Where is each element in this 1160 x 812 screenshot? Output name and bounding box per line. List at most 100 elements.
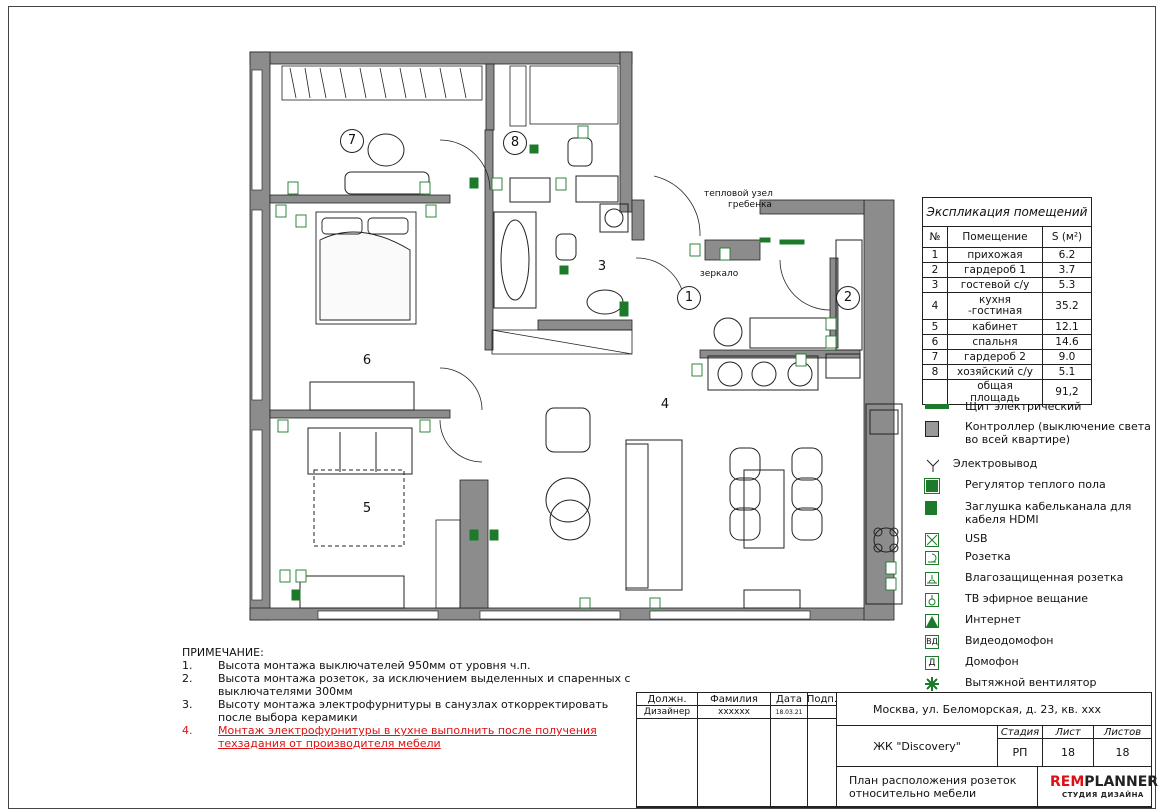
- logo-rem: REM: [1050, 774, 1085, 790]
- row-area: 6.2: [1042, 247, 1092, 263]
- wardrobe-7: [281, 65, 619, 127]
- stamp-stage: РП: [997, 738, 1043, 767]
- stamp-role: Дизайнер: [636, 705, 698, 719]
- stamp-complex: ЖК "Discovery": [836, 725, 998, 767]
- doors: [435, 139, 831, 609]
- kitchen-units: [707, 239, 863, 391]
- total-value: 91,2: [1042, 379, 1092, 405]
- logo-subtitle: СТУДИЯ ДИЗАЙНА: [1062, 791, 1144, 799]
- stamp-col-date: Дата: [770, 692, 808, 706]
- room-number-4: 4: [654, 394, 676, 416]
- note-text: Монтаж электрофурнитуры в кухне выполнит…: [218, 724, 597, 750]
- explication-title: Экспликация помещений: [922, 197, 1092, 227]
- legend-label: Электровывод: [953, 457, 1038, 470]
- row-room: прихожая: [947, 247, 1043, 263]
- row-room: гардероб 2: [947, 349, 1043, 365]
- explication-header-area: S (м²): [1042, 226, 1092, 248]
- legend-label: Вытяжной вентилятор: [965, 676, 1097, 689]
- row-area: 5.3: [1042, 277, 1092, 293]
- stamp-sheets-label: Листов: [1093, 725, 1152, 739]
- row-num: 5: [922, 319, 948, 335]
- explication-header-num: №: [922, 226, 948, 248]
- stamp-address: Москва, ул. Беломорская, д. 23, кв. xxx: [836, 692, 1152, 726]
- note-item: 1. Высота монтажа выключателей 950мм от у…: [182, 659, 637, 672]
- legend-label: Контроллер (выключение света во всей ква…: [965, 420, 1151, 446]
- stamp-date: 18.03.21: [770, 705, 808, 719]
- comb-label: гребенка: [728, 200, 772, 210]
- electric-panel-icon: [925, 404, 949, 409]
- bathroom-3: [493, 203, 629, 315]
- notes-title: ПРИМЕЧАНИЕ:: [182, 646, 264, 659]
- intercom-icon: Д: [925, 656, 939, 670]
- room-number-8: 8: [503, 131, 527, 155]
- stamp-stage-label: Стадия: [997, 725, 1043, 739]
- explication-header-room: Помещение: [947, 226, 1043, 248]
- room-number-3: 3: [591, 256, 613, 278]
- legend-label: Розетка: [965, 550, 1011, 563]
- note-text: Высота монтажа розеток, за исключением в…: [218, 672, 631, 698]
- row-num: 1: [922, 247, 948, 263]
- row-area: 14.6: [1042, 334, 1092, 350]
- usb-icon: [925, 533, 939, 547]
- heating-node-label: тепловой узел: [704, 189, 773, 199]
- room-number-7: 7: [340, 129, 364, 153]
- note-text: Высота монтажа выключателей 950мм от уро…: [218, 659, 531, 672]
- row-area: 12.1: [1042, 319, 1092, 335]
- tv-antenna-icon: [925, 593, 939, 607]
- floor-heating-regulator-icon: [924, 478, 940, 494]
- legend-label: Интернет: [965, 613, 1021, 626]
- hdmi-plug-icon: [925, 501, 937, 515]
- socket-icon: [925, 551, 939, 565]
- row-room: хозяйский с/у: [947, 364, 1043, 380]
- socket-outlines: [275, 125, 897, 609]
- legend-label: Домофон: [965, 655, 1019, 668]
- drawing-frame: [8, 6, 1156, 809]
- row-area: 3.7: [1042, 262, 1092, 278]
- legend-label: Регулятор теплого пола: [965, 478, 1106, 491]
- windows: [251, 69, 811, 620]
- row-area: 35.2: [1042, 292, 1092, 320]
- stamp-sheets: 18: [1093, 738, 1152, 767]
- notes: ПРИМЕЧАНИЕ: 1. Высота монтажа выключателе…: [182, 646, 637, 750]
- row-num: 4: [922, 292, 948, 320]
- legend-label: Видеодомофон: [965, 634, 1054, 647]
- legend-label: Заглушка кабельканала для кабеля HDMI: [965, 500, 1132, 526]
- row-room: спальня: [947, 334, 1043, 350]
- row-area: 9.0: [1042, 349, 1092, 365]
- row-room: кухня -гостиная: [947, 292, 1043, 320]
- row-num: 3: [922, 277, 948, 293]
- controller-icon: [925, 421, 939, 437]
- room-number-2: 2: [836, 286, 860, 310]
- stamp-col-surname: Фамилия: [697, 692, 771, 706]
- row-num: 2: [922, 262, 948, 278]
- note-number: 4.: [182, 724, 193, 737]
- note-number: 1.: [182, 659, 193, 672]
- logo-planner: PLANNER: [1084, 774, 1159, 790]
- electrical-outlet-icon: [926, 459, 939, 472]
- stamp-col-position: Должн.: [636, 692, 698, 706]
- stamp-name: xxxxxx: [697, 705, 771, 719]
- internet-icon: [925, 614, 939, 628]
- legend-label: USB: [965, 532, 988, 545]
- note-item-highlight: 4. Монтаж электрофурнитуры в кухне выполн…: [182, 724, 637, 750]
- stamp-col-sign: Подп.: [806, 692, 838, 706]
- row-num: 6: [922, 334, 948, 350]
- note-item: 3.Высоту монтажа электрофурнитуры в сану…: [182, 698, 637, 724]
- mirror-label: зеркало: [700, 269, 739, 279]
- legend-label: Влагозащищенная розетка: [965, 571, 1124, 584]
- room-number-1: 1: [677, 286, 701, 310]
- row-room: гардероб 1: [947, 262, 1043, 278]
- bed: [315, 211, 417, 325]
- row-room: гостевой с/у: [947, 277, 1043, 293]
- legend-label: Щит электрический: [965, 400, 1082, 413]
- row-area: 5.1: [1042, 364, 1092, 380]
- stamp-sheet: 18: [1042, 738, 1094, 767]
